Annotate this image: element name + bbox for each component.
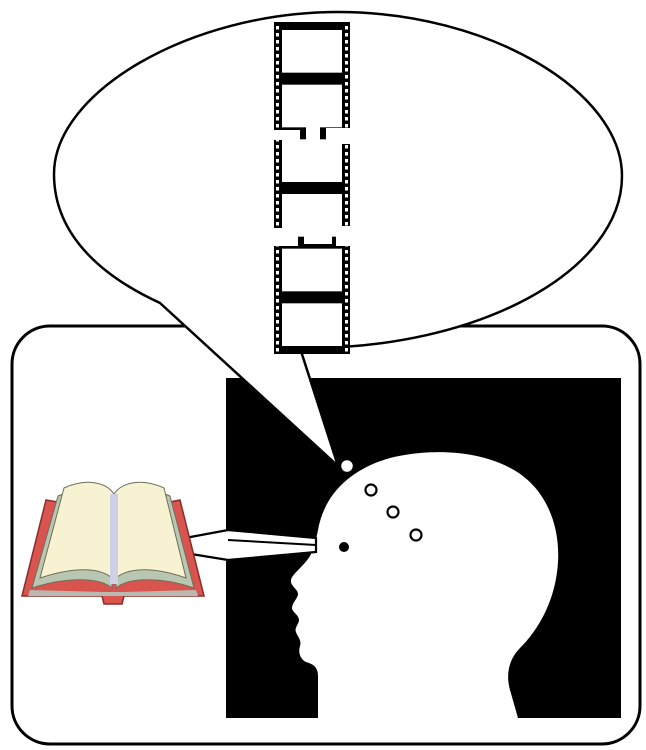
film-perforation (276, 89, 279, 93)
film-perforation (276, 166, 279, 170)
film-perforation (276, 306, 279, 310)
film-perforation (276, 334, 279, 338)
film-perforation (345, 40, 348, 44)
film-perforation (345, 61, 348, 65)
film-perforation (276, 110, 279, 114)
film-perforation (276, 96, 279, 100)
film-perforation (345, 180, 348, 184)
film-perforation (345, 327, 348, 331)
film-perforation (276, 264, 279, 268)
film-perforation (345, 299, 348, 303)
film-perforation (345, 278, 348, 282)
film-perforation (345, 201, 348, 205)
film-perforation (345, 33, 348, 37)
film-perforation (345, 103, 348, 107)
open-book-icon (22, 482, 204, 604)
film-perforation (276, 75, 279, 79)
film-perforation (345, 215, 348, 219)
film-perforation (276, 215, 279, 219)
film-perforation (345, 194, 348, 198)
film-perforation (276, 285, 279, 289)
film-frame (282, 303, 342, 346)
film-perforation (345, 145, 348, 149)
film-perforation (345, 82, 348, 86)
film-perforation (345, 26, 348, 30)
film-perforation (276, 327, 279, 331)
film-perforation (345, 124, 348, 128)
book-spine-shadow (110, 494, 118, 584)
film-perforation (276, 173, 279, 177)
film-perforation (276, 26, 279, 30)
film-perforation (276, 348, 279, 352)
film-perforation (345, 89, 348, 93)
film-perforation (276, 145, 279, 149)
film-perforation (345, 54, 348, 58)
film-perforation (276, 117, 279, 121)
film-perforation (276, 208, 279, 212)
film-perforation (345, 257, 348, 261)
film-perforation (276, 40, 279, 44)
film-perforation (345, 159, 348, 163)
film-perforation (345, 222, 348, 226)
film-perforation (276, 194, 279, 198)
film-frame (282, 30, 342, 73)
film-perforation (345, 250, 348, 254)
film-perforation (345, 334, 348, 338)
film-perforation (276, 313, 279, 317)
film-perforation (276, 250, 279, 254)
eye-dot (339, 542, 349, 552)
film-perforation (276, 82, 279, 86)
film-perforation (276, 124, 279, 128)
film-perforation (276, 68, 279, 72)
film-perforation (345, 292, 348, 296)
film-perforation (345, 208, 348, 212)
film-perforation (276, 180, 279, 184)
film-perforation (276, 103, 279, 107)
film-perforation (345, 320, 348, 324)
film-perforation (276, 152, 279, 156)
bubble-tail-circle (340, 459, 354, 473)
film-perforation (276, 341, 279, 345)
film-frame (282, 249, 342, 292)
film-perforation (276, 299, 279, 303)
film-perforation (345, 285, 348, 289)
film-perforation (345, 110, 348, 114)
film-perforation (276, 201, 279, 205)
film-perforation (345, 264, 348, 268)
film-perforation (345, 68, 348, 72)
film-perforation (345, 75, 348, 79)
film-perforation (345, 271, 348, 275)
film-perforation (276, 257, 279, 261)
film-perforation (345, 152, 348, 156)
film-perforation (276, 320, 279, 324)
film-perforation (276, 187, 279, 191)
head-dot-2 (388, 507, 399, 518)
film-perforation (276, 61, 279, 65)
film-perforation (276, 54, 279, 58)
film-perforation (345, 96, 348, 100)
film-perforation (345, 173, 348, 177)
film-perforation (276, 271, 279, 275)
film-perforation (345, 341, 348, 345)
film-perforation (345, 47, 348, 51)
film-perforation (276, 292, 279, 296)
film-perforation (276, 47, 279, 51)
film-perforation (345, 306, 348, 310)
film-perforation (345, 313, 348, 317)
film-perforation (276, 222, 279, 226)
film-perforation (276, 159, 279, 163)
head-dot-3 (411, 530, 422, 541)
film-perforation (276, 33, 279, 37)
film-frame (282, 85, 342, 128)
film-perforation (345, 166, 348, 170)
film-perforation (276, 278, 279, 282)
film-perforation (345, 187, 348, 191)
film-perforation (345, 117, 348, 121)
film-strip-icon (266, 22, 352, 354)
film-perforation (345, 348, 348, 352)
head-dot-1 (366, 485, 377, 496)
